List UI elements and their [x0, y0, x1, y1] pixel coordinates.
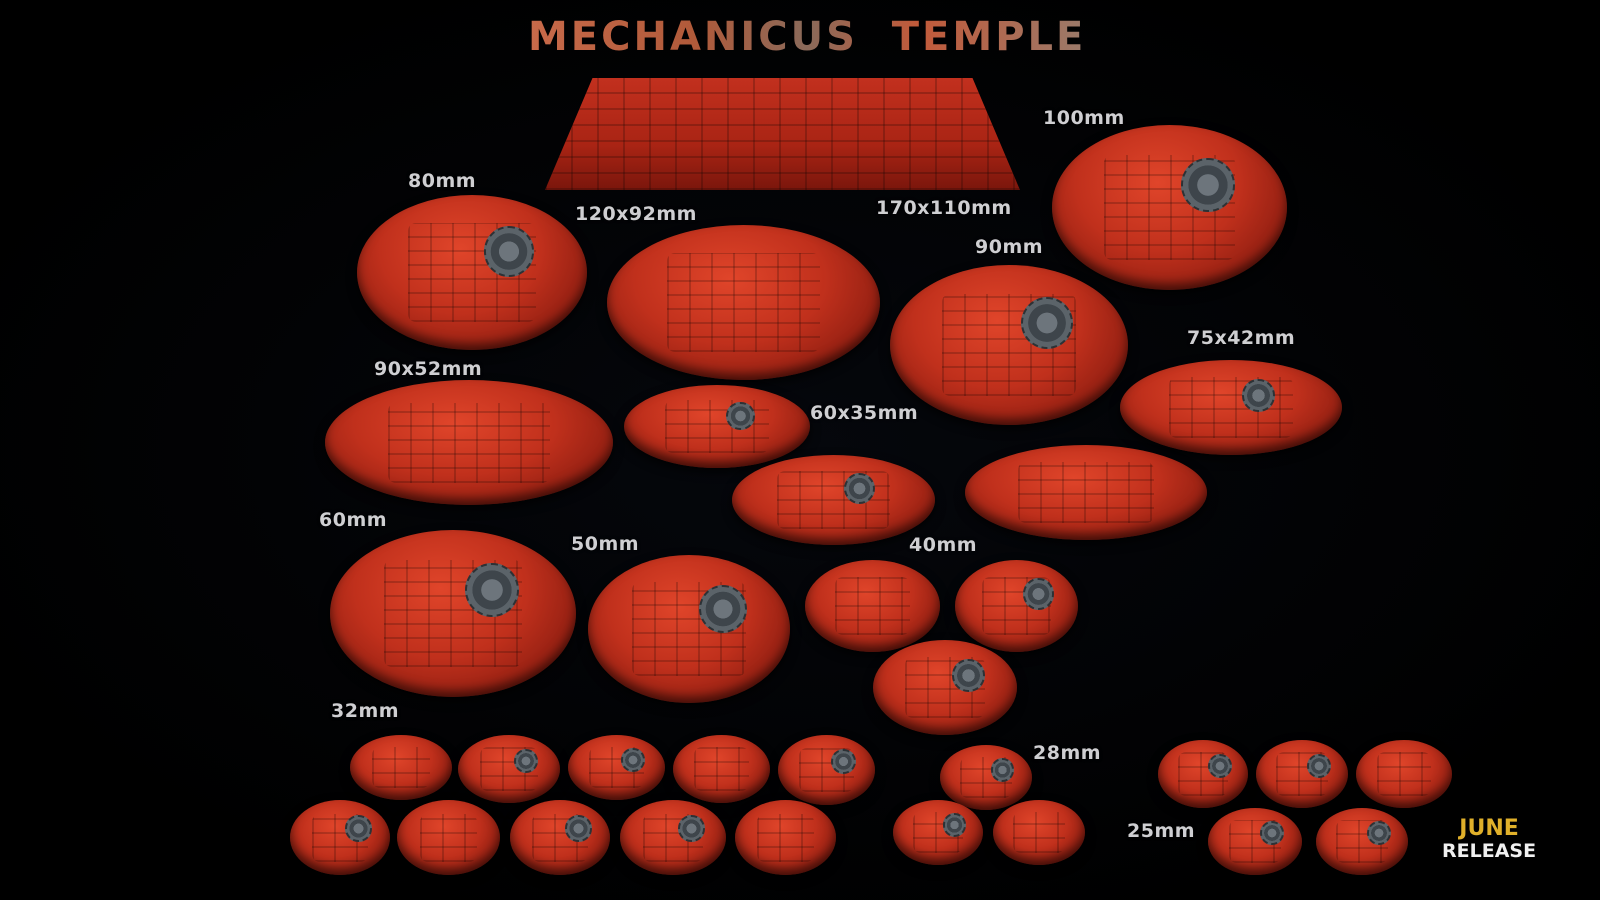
base-90x52mm [325, 380, 613, 505]
size-label-75x42: 75x42mm [1187, 327, 1296, 349]
base-32mm [350, 735, 452, 800]
base-32mm [673, 735, 770, 803]
size-label-50: 50mm [571, 533, 640, 555]
size-label-100: 100mm [1043, 107, 1125, 129]
gear-icon [726, 401, 756, 431]
size-label-90: 90mm [975, 236, 1044, 258]
base-40mm [805, 560, 940, 652]
gear-icon [990, 758, 1015, 782]
base-120x92mm [607, 225, 880, 380]
base-25mm [1208, 808, 1302, 875]
base-25mm [1158, 740, 1248, 808]
gear-icon [942, 813, 966, 837]
release-badge: JUNE RELEASE [1442, 816, 1537, 863]
size-label-60: 60mm [319, 509, 388, 531]
size-label-28: 28mm [1033, 742, 1102, 764]
base-75x42mm [1120, 360, 1342, 455]
base-28mm [893, 800, 983, 865]
base-60mm [330, 530, 576, 697]
base-80mm [357, 195, 587, 350]
gear-icon [1020, 297, 1073, 349]
gear-icon [678, 815, 705, 842]
gear-icon [1306, 753, 1331, 778]
gear-icon [1242, 379, 1275, 412]
base-40mm [955, 560, 1078, 652]
base-28mm [940, 745, 1032, 810]
size-label-32: 32mm [331, 700, 400, 722]
base-32mm [458, 735, 560, 803]
base-25mm [1256, 740, 1348, 808]
gear-icon [1022, 578, 1055, 610]
size-label-60x35: 60x35mm [810, 402, 919, 424]
base-60x35mm [624, 385, 810, 468]
gear-icon [565, 815, 592, 842]
gear-icon [514, 748, 539, 773]
base-32mm [778, 735, 875, 805]
base-50mm [588, 555, 790, 703]
gear-icon [831, 749, 857, 774]
base-25mm [1316, 808, 1408, 875]
size-label-120x92: 120x92mm [575, 203, 697, 225]
size-label-80: 80mm [408, 170, 477, 192]
base-32mm [735, 800, 836, 875]
release-month: JUNE [1459, 816, 1519, 841]
base-40mm [873, 640, 1017, 735]
base-28mm [993, 800, 1085, 865]
size-label-25: 25mm [1127, 820, 1196, 842]
size-label-40: 40mm [909, 534, 978, 556]
release-text: RELEASE [1442, 840, 1537, 862]
gear-icon [952, 659, 985, 692]
base-32mm [290, 800, 390, 875]
gear-icon [465, 563, 520, 618]
base-32mm [620, 800, 726, 875]
base-32mm [568, 735, 665, 800]
gear-icon [1366, 821, 1391, 846]
gear-icon [1207, 753, 1232, 778]
gear-icon [1259, 821, 1284, 846]
base-60x35mm [965, 445, 1207, 540]
base-90mm [890, 265, 1128, 425]
gear-icon [621, 748, 645, 772]
gear-icon [1181, 158, 1235, 212]
base-25mm [1356, 740, 1452, 808]
base-60x35mm [732, 455, 935, 545]
base-32mm [510, 800, 610, 875]
gear-icon [345, 815, 372, 842]
gear-icon [483, 226, 534, 277]
gear-icon [699, 584, 748, 633]
base-170x110 [545, 78, 1020, 190]
size-label-90x52: 90x52mm [374, 358, 483, 380]
gear-icon [843, 473, 875, 504]
page-title: MECHANICUS TEMPLE [528, 14, 1087, 60]
base-32mm [397, 800, 500, 875]
size-label-170x110: 170x110mm [876, 197, 1012, 219]
base-100mm [1052, 125, 1287, 290]
